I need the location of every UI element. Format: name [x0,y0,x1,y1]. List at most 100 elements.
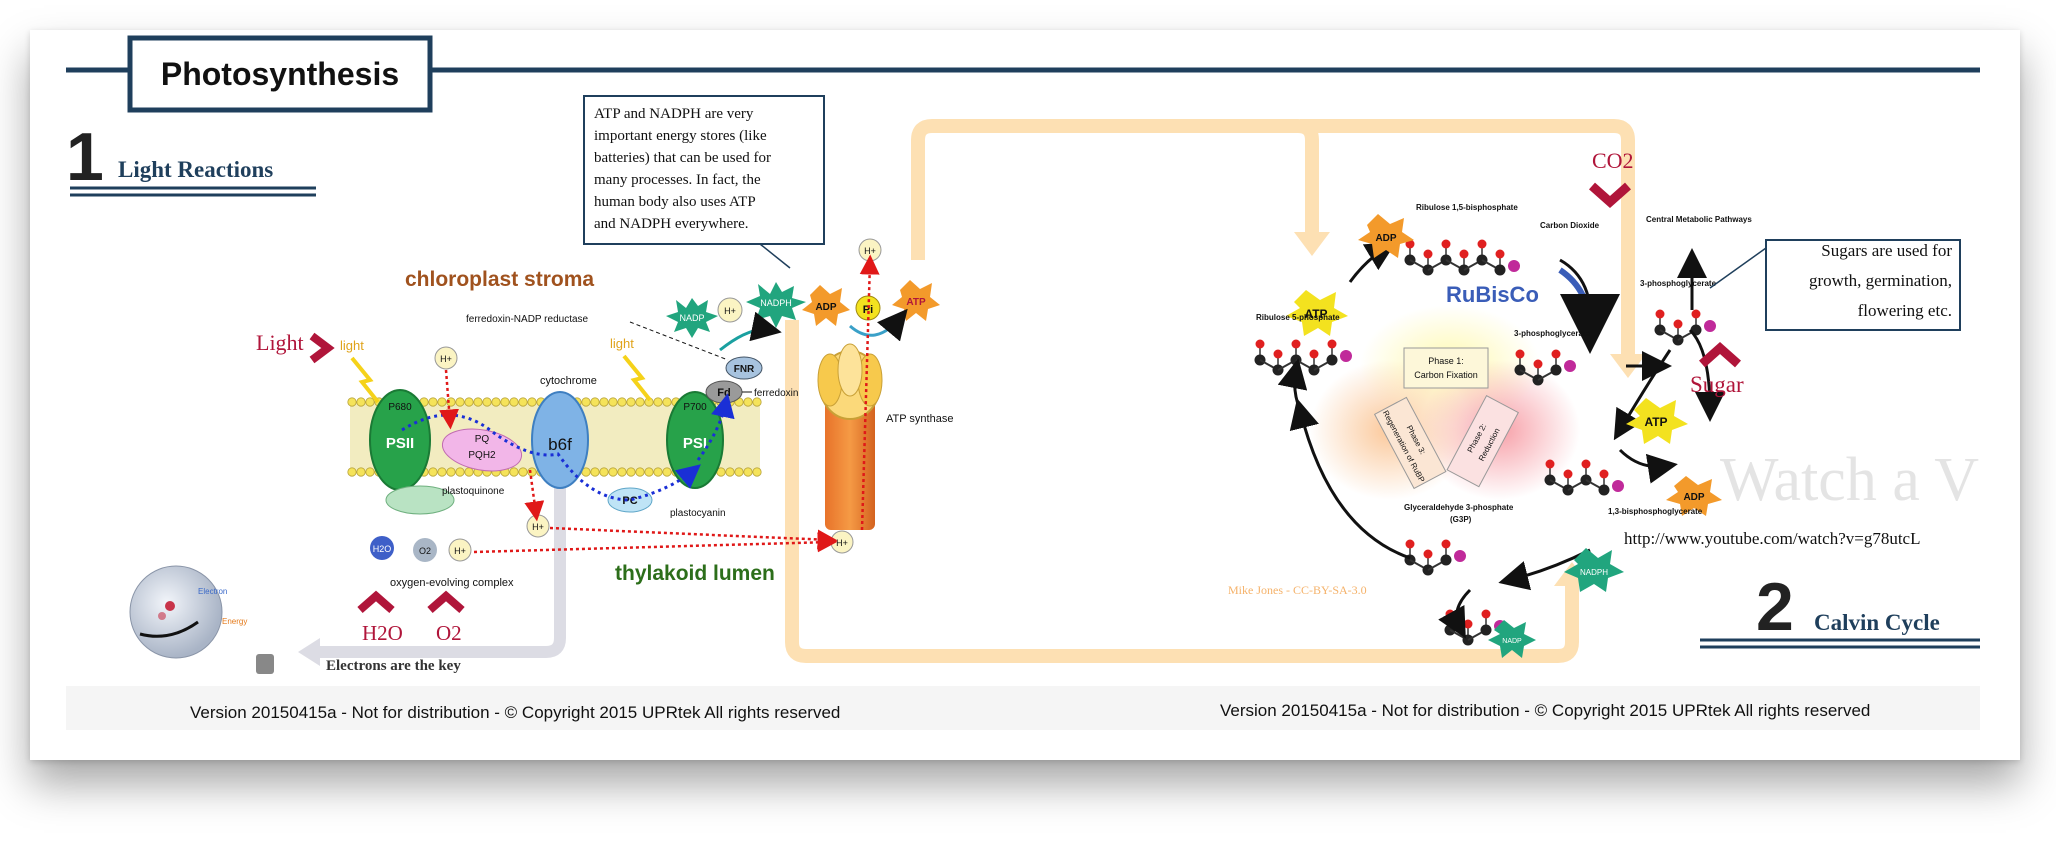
electrons-note: Electrons are the key [326,658,461,674]
o2-molecule: O2 [419,546,431,556]
nadp-star: NADP [666,298,718,338]
svg-text:ferredoxin: ferredoxin [754,388,798,399]
svg-text:NADP: NADP [679,313,704,323]
svg-text:ATP synthase: ATP synthase [886,413,953,425]
cmp-label: Central Metabolic Pathways [1646,215,1752,224]
lipid-head [464,467,474,477]
flow-arrows [316,119,1635,663]
version-left: Version 20150415a - Not for distribution… [190,703,840,722]
adp-badge: ADP [815,302,836,313]
lipid-head [365,467,375,477]
plastocyanin: PC plastocyanin [607,487,726,519]
svg-text:b6f: b6f [548,435,572,454]
molecule [1254,339,1352,376]
info-line-2: important energy stores (like [594,128,767,144]
light-label: Light [256,330,304,355]
electron-path [401,413,701,502]
plastoquinone: PQ PQH2 plastoquinone [441,428,523,497]
footer-band [66,686,1980,730]
svg-text:H+: H+ [836,538,848,548]
lipid-head [491,397,501,407]
image-credit: Mike Jones - CC-BY-SA-3.0 [1228,583,1367,597]
svg-text:flowering etc.: flowering etc. [1858,301,1952,320]
svg-text:H+: H+ [440,354,452,364]
psii-complex: P680 PSII [369,389,455,515]
lipid-head [608,467,618,477]
rubp-label: Ribulose 1,5-bisphosphate [1416,203,1518,212]
ru5p-label: Ribulose 5-phosphate [1256,313,1340,322]
svg-text:cytochrome: cytochrome [540,375,597,387]
svg-text:PQH2: PQH2 [468,450,496,461]
lipid-head [509,397,519,407]
lipid-head [635,397,645,407]
ferredoxin: Fd ferredoxin FNR ferredoxin-NADP reduct… [466,314,798,404]
lipid-head [653,397,663,407]
pi-badge: Pi [863,304,873,316]
calvin-atp-2: ATP [1644,415,1667,429]
lipid-head [617,467,627,477]
oec-label: oxygen-evolving complex [390,577,514,589]
lipid-head [500,397,510,407]
calvin-adp-1: ADP [1375,233,1396,244]
lipid-head [599,467,609,477]
svg-text:PSII: PSII [386,435,414,452]
page-title: Photosynthesis [161,56,399,92]
svg-text:FNR: FNR [734,364,755,375]
calvin-nadp: NADP [1502,638,1522,645]
lipid-head [617,397,627,407]
lipid-head [743,467,753,477]
svg-text:Carbon Fixation: Carbon Fixation [1414,370,1478,380]
lipid-head [626,397,636,407]
version-right: Version 20150415a - Not for distribution… [1220,701,1870,720]
lipid-head [509,467,519,477]
sugar-note-box: Sugars are used for growth, germination,… [1709,239,1961,331]
video-url[interactable]: http://www.youtube.com/watch?v=g78utcL [1624,529,1920,548]
svg-text:plastoquinone: plastoquinone [442,486,505,497]
svg-text:P680: P680 [388,402,412,413]
svg-text:Electron: Electron [198,587,227,596]
lumen-label: thylakoid lumen [615,562,775,585]
pga-label-2: 3-phosphoglycerate [1514,329,1591,338]
lipid-head [437,397,447,407]
bpg-label: 1,3-bisphosphoglycerate [1608,507,1703,516]
molecule [1514,349,1576,386]
proton-markers: H+ H+ H+ H+ H+ [434,238,882,562]
svg-text:H+: H+ [532,522,544,532]
section-2-heading: 2 Calvin Cycle [1700,569,1980,649]
lipid-head [356,397,366,407]
molecule [1404,539,1466,576]
svg-text:Sugars are used for: Sugars are used for [1821,241,1952,260]
svg-text:plastocyanin: plastocyanin [670,508,726,519]
lipid-head [455,467,465,477]
info-line-4: many processes. In fact, the [594,172,761,188]
lightning-icon [350,356,380,404]
lipid-head [428,467,438,477]
co2-name-label: Carbon Dioxide [1540,221,1600,230]
lipid-head [662,467,672,477]
lipid-head [626,467,636,477]
section-1-title: Light Reactions [118,157,273,182]
section-2-number: 2 [1756,569,1794,645]
svg-text:PQ: PQ [475,434,490,445]
chevron-right-icon [309,332,335,364]
calvin-nadph: NADPH [1580,568,1608,577]
pga-label-1: 3-phosphoglycerate [1640,279,1717,288]
info-line-6: and NADPH everywhere. [594,216,749,232]
lipid-head [428,397,438,407]
svg-text:Fd: Fd [717,387,730,399]
psi-complex: P700 PSI [666,391,724,489]
light-reaction-panel: chloroplast stroma thylakoid lumen Light… [129,238,953,674]
lipid-head [482,397,492,407]
light-small-2: light [610,336,634,351]
molecule [1654,309,1716,346]
lipid-head [599,397,609,407]
chevron-up-icon [427,590,465,614]
lipid-head [518,397,528,407]
calvin-adp-2: ADP [1683,492,1704,503]
lipid-head [446,467,456,477]
photosynthesis-diagram: Photosynthesis 1 Light Reactions ATP and… [66,35,1980,730]
chevron-up-icon [1699,341,1741,368]
molecule-structures [1254,239,1716,646]
lipid-head [635,467,645,477]
svg-text:PSI: PSI [683,435,707,452]
